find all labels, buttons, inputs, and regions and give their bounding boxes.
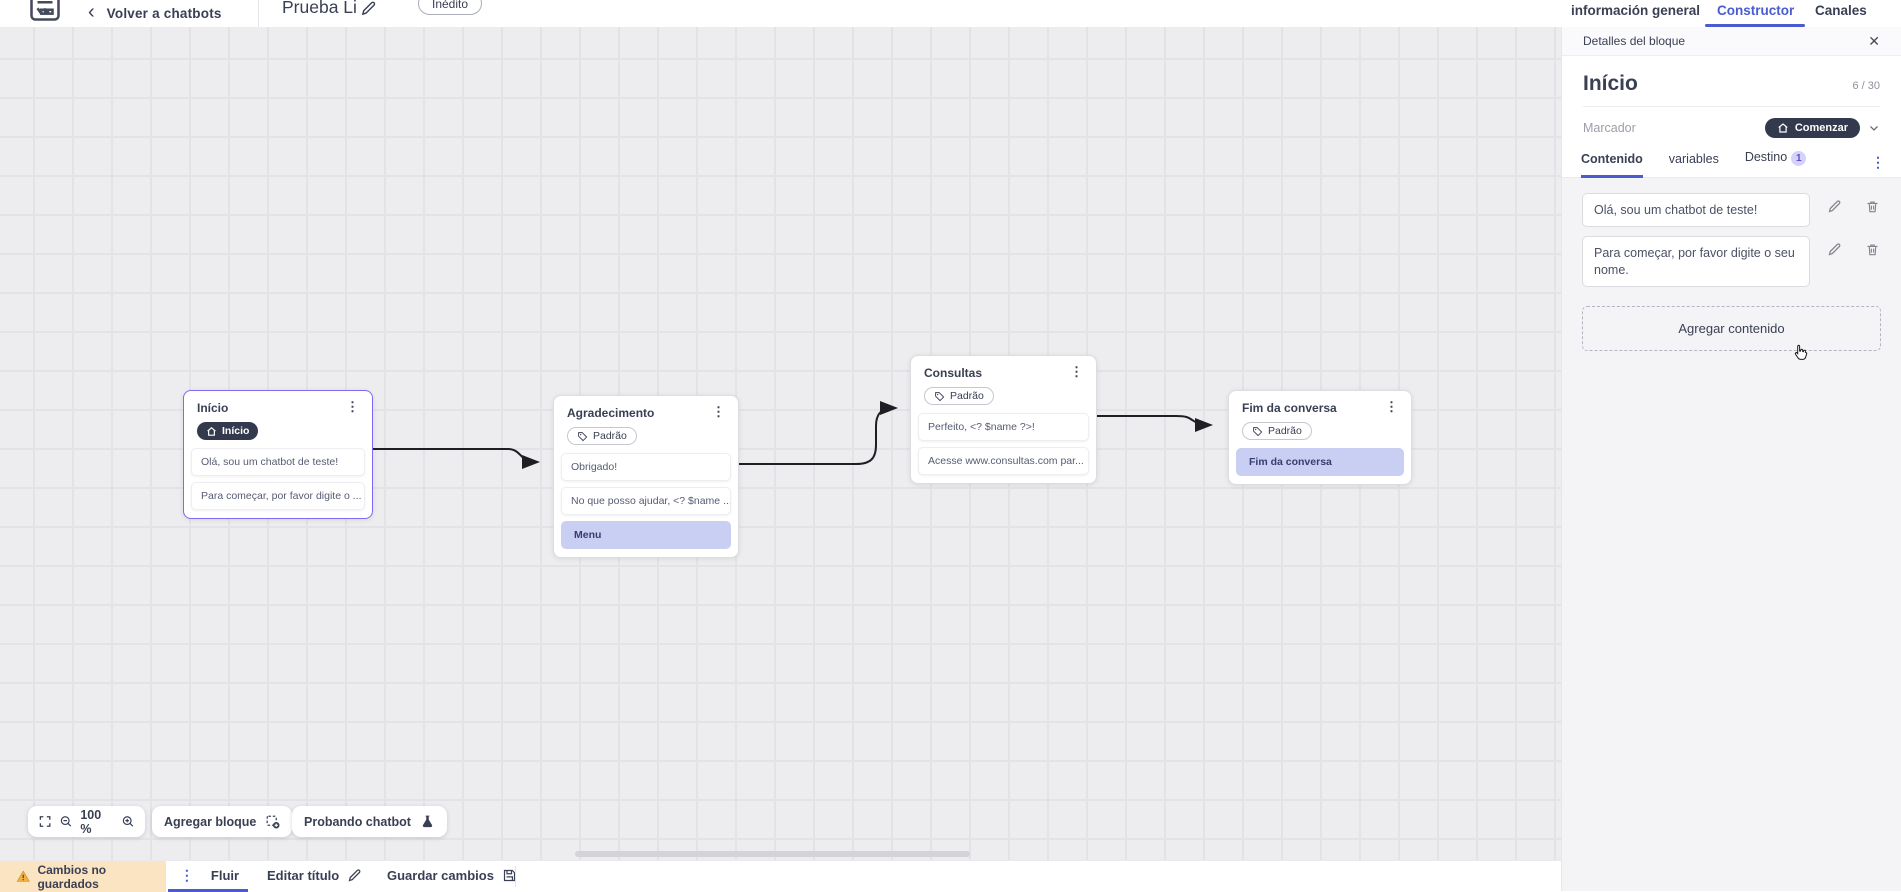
flow-block-fim[interactable]: Fim da conversa ⋮ Padrão Fim da conversa: [1228, 390, 1412, 485]
block-details-panel: Detalles del bloque ✕ Início 6 / 30 Marc…: [1561, 27, 1901, 891]
panel-header: Detalles del bloque ✕: [1562, 27, 1901, 56]
add-block-label: Agregar bloque: [164, 814, 257, 829]
block-end-item[interactable]: Fim da conversa: [1236, 448, 1404, 476]
bottom-bar: Cambios no guardados ⋮ Fluir Editar títu…: [0, 860, 1561, 892]
save-changes-label: Guardar cambios: [387, 868, 494, 883]
tag-icon: [935, 391, 945, 401]
block-menu-item[interactable]: Menu: [561, 521, 731, 549]
block-title: Início: [197, 401, 229, 415]
header-divider: [258, 0, 259, 27]
zoom-out-icon[interactable]: [59, 814, 73, 829]
marker-label: Marcador: [1583, 121, 1636, 135]
zoom-level: 100 %: [80, 807, 102, 836]
block-tag-default[interactable]: Padrão: [924, 387, 994, 405]
flask-icon: [422, 815, 433, 828]
block-tag-default[interactable]: Padrão: [567, 427, 637, 445]
tab-channels[interactable]: Canales: [1815, 3, 1867, 18]
status-badge: Inédito: [418, 0, 483, 15]
destination-count-badge: 1: [1791, 151, 1807, 166]
kebab-menu-icon[interactable]: ⋮: [179, 866, 194, 883]
active-tab-underline: [1705, 24, 1805, 27]
top-bar: ‹ Volver a chatbots Prueba Li Inédito in…: [0, 0, 1901, 27]
tab-general-info[interactable]: información general: [1571, 3, 1701, 18]
kebab-menu-icon[interactable]: ⋮: [1070, 364, 1083, 379]
kebab-menu-icon[interactable]: ⋮: [1871, 154, 1885, 170]
hand-cursor-icon: [1794, 344, 1808, 360]
marker-start-pill[interactable]: Comenzar: [1764, 118, 1860, 138]
message-card[interactable]: Olá, sou um chatbot de teste!: [1582, 193, 1810, 228]
kebab-menu-icon[interactable]: ⋮: [712, 404, 725, 419]
block-message[interactable]: Obrigado!: [561, 453, 731, 481]
block-tag-default[interactable]: Padrão: [1242, 422, 1312, 440]
app-logo-icon[interactable]: [27, 0, 63, 24]
panel-content: Olá, sou um chatbot de teste! Para começ…: [1562, 178, 1901, 891]
test-chatbot-button[interactable]: Probando chatbot: [292, 806, 447, 837]
add-block-icon: [266, 815, 280, 829]
save-icon: [503, 869, 516, 882]
block-title: Fim da conversa: [1242, 401, 1337, 415]
block-message[interactable]: Acesse www.consultas.com par...: [918, 447, 1089, 475]
chevron-down-icon[interactable]: [1868, 122, 1880, 134]
tag-icon: [1253, 426, 1263, 436]
chatbot-title: Prueba Li: [282, 0, 357, 17]
zoom-in-icon[interactable]: [121, 814, 135, 829]
char-counter: 6 / 30: [1852, 80, 1880, 92]
flow-canvas[interactable]: Início ⋮ Início Olá, sou um chatbot de t…: [0, 27, 1561, 860]
footer-divider: [515, 866, 516, 887]
close-icon[interactable]: ✕: [1868, 33, 1880, 49]
unsaved-changes-label: Cambios no guardados: [37, 862, 107, 891]
add-content-button[interactable]: Agregar contenido: [1582, 305, 1881, 351]
block-name-field[interactable]: Início: [1583, 72, 1638, 95]
tab-constructor[interactable]: Constructor: [1717, 3, 1795, 18]
block-message[interactable]: Olá, sou um chatbot de teste!: [191, 448, 365, 476]
back-to-chatbots-button[interactable]: ‹ Volver a chatbots: [88, 0, 222, 27]
kebab-menu-icon[interactable]: ⋮: [346, 399, 359, 414]
back-label: Volver a chatbots: [106, 6, 222, 21]
edit-title-pencil-icon[interactable]: [360, 0, 377, 17]
trash-icon[interactable]: [1865, 199, 1880, 214]
pencil-icon[interactable]: [1827, 242, 1842, 257]
warning-icon: [16, 870, 30, 882]
home-icon: [1778, 123, 1788, 133]
trash-icon[interactable]: [1865, 242, 1880, 257]
pencil-icon: [348, 869, 361, 882]
message-card[interactable]: Para começar, por favor digite o seu nom…: [1582, 236, 1810, 287]
home-icon: [207, 426, 216, 436]
add-block-button[interactable]: Agregar bloque: [152, 806, 293, 837]
block-message[interactable]: Perfeito, <? $name ?>!: [918, 413, 1089, 441]
panel-divider: [1583, 106, 1880, 107]
tab-content[interactable]: Contenido: [1581, 152, 1643, 178]
flow-block-agradecimento[interactable]: Agradecimento ⋮ Padrão Obrigado! No que …: [553, 395, 739, 558]
pencil-icon[interactable]: [1827, 199, 1842, 214]
tag-icon: [578, 431, 588, 441]
block-title: Consultas: [924, 366, 983, 380]
block-title: Agradecimento: [567, 406, 655, 420]
flow-block-consultas[interactable]: Consultas ⋮ Padrão Perfeito, <? $name ?>…: [910, 355, 1097, 484]
block-message[interactable]: Para começar, por favor digite o ...: [191, 482, 365, 510]
save-changes-button[interactable]: Guardar cambios: [387, 861, 517, 890]
flow-block-inicio[interactable]: Início ⋮ Início Olá, sou um chatbot de t…: [183, 390, 373, 519]
panel-title: Detalles del bloque: [1583, 34, 1686, 48]
content-row: Para começar, por favor digite o seu nom…: [1582, 236, 1881, 287]
block-tag-start[interactable]: Início: [197, 422, 259, 440]
content-row: Olá, sou um chatbot de teste!: [1582, 193, 1881, 228]
edit-title-label: Editar título: [267, 868, 340, 883]
fullscreen-icon[interactable]: [38, 814, 52, 829]
kebab-menu-icon[interactable]: ⋮: [1385, 399, 1398, 414]
tab-variables[interactable]: variables: [1668, 152, 1719, 166]
block-message[interactable]: No que posso ajudar, <? $name ...: [561, 487, 731, 515]
horizontal-scrollbar[interactable]: [575, 851, 970, 857]
unsaved-changes-chip: Cambios no guardados: [0, 861, 166, 892]
edit-title-button[interactable]: Editar título: [267, 861, 362, 890]
test-chatbot-label: Probando chatbot: [304, 814, 411, 829]
zoom-controls: 100 %: [28, 806, 145, 837]
chevron-left-icon: ‹: [88, 0, 95, 23]
flow-tab-label: Fluir: [210, 867, 240, 883]
flow-tab[interactable]: ⋮ Fluir: [168, 861, 248, 892]
